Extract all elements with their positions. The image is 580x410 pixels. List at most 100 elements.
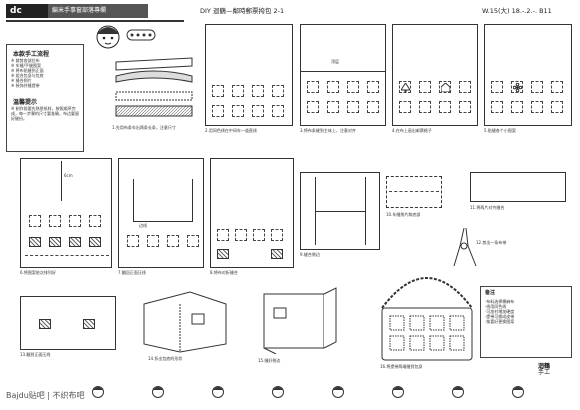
stamp-square <box>459 81 471 93</box>
sidebar-step: ※ 将布贴缝到正面 <box>11 68 44 73</box>
step15-caption: 15.缝好侧边 <box>258 358 281 363</box>
step11-caption: 11.将两片对齐缝合 <box>470 205 505 210</box>
step4-panel <box>392 24 478 126</box>
step3-caption: 3.将布条缝到主体上，注意对齐 <box>300 128 356 133</box>
sidebar-section1-list: ※ 裁剪各部位布 ※ 车缝/手缝图案 ※ 将布贴缝到正面 ※ 组合包身与包底 ※… <box>11 58 81 88</box>
step2-panel <box>205 24 293 126</box>
arrow-vertical-right <box>365 177 366 245</box>
stamp-square <box>511 101 523 113</box>
footer-baby-row <box>90 384 570 404</box>
step10-caption: 10.车缝侧片和底部 <box>386 212 421 217</box>
baby-face-icon <box>512 386 524 398</box>
strap-ribbon-icon <box>453 228 477 267</box>
date-code: W.15(大) 18.-.2.-. B11 <box>482 7 552 15</box>
stamp-square <box>272 85 284 97</box>
baby-face-icon <box>392 386 404 398</box>
step7-panel: 边线 <box>118 158 204 268</box>
step1-panel <box>112 48 196 124</box>
stamp-square <box>531 101 543 113</box>
lace-tag-icon <box>126 29 156 41</box>
flower-icon <box>513 83 522 92</box>
step6-panel: 6cm <box>20 158 112 268</box>
stamp-square <box>439 81 451 93</box>
stamp-square <box>531 81 543 93</box>
stamp-square <box>187 235 199 247</box>
baby-face-icon <box>212 386 224 398</box>
fabric-patch <box>69 237 81 247</box>
dim-label: 6cm <box>64 173 73 178</box>
stamp-square <box>29 215 41 227</box>
note-title: 备注 <box>485 290 496 296</box>
notch-shape <box>133 179 193 222</box>
note-line: ·布料选择棉麻布 <box>485 299 515 304</box>
stamp-square <box>49 215 61 227</box>
sidebar-step: ※ 装饰并缝提带 <box>11 83 40 88</box>
fabric-patch <box>83 319 95 329</box>
stamp-square <box>212 105 224 117</box>
step6-caption: 6.将图案依次排列好 <box>20 270 56 275</box>
sidebar-panel: 本款手工流程 ※ 裁剪各部位布 ※ 车缝/手缝图案 ※ 将布贴缝到正面 ※ 组合… <box>6 44 84 152</box>
stamp-square <box>232 85 244 97</box>
doc-title: DIY 迴鶴—鄰時郵票挎包 2-1 <box>200 7 285 15</box>
stamp-square <box>491 101 503 113</box>
watermark: Bajdu贴吧 | 不织布吧 <box>6 391 85 400</box>
step5-panel <box>484 24 572 126</box>
stamp-square <box>367 81 379 93</box>
stamp-square <box>419 81 431 93</box>
stamp-square <box>551 101 563 113</box>
step14-caption: 14.折出包底的形状 <box>148 356 183 361</box>
stamp-square <box>491 81 503 93</box>
note-line: ·线用同色线 <box>485 304 507 309</box>
stamp-square <box>252 105 264 117</box>
stamp-square <box>235 229 247 241</box>
step3-panel: 顶层 <box>300 24 386 126</box>
fabric-patch <box>39 319 51 329</box>
stamp-square <box>439 101 451 113</box>
sidebar-step: ※ 组合包身与包底 <box>11 73 44 78</box>
stamp-square <box>347 101 359 113</box>
header-logo: dc <box>6 4 48 18</box>
step2-grid <box>212 85 288 123</box>
sidebar-step: ※ 车缝/手缝图案 <box>11 63 41 68</box>
fold-label: 边线 <box>139 223 147 228</box>
stamp-square <box>327 101 339 113</box>
stamp-square <box>212 85 224 97</box>
step9-panel <box>300 172 380 250</box>
baby-mascot-icon <box>96 25 120 49</box>
signature: 迴鶴 手工 <box>538 364 574 376</box>
stamp-square <box>272 105 284 117</box>
sidebar-section2-title: 温馨提示 <box>13 99 38 106</box>
stamp-square <box>147 235 159 247</box>
site-title: 編米手事窗部落專欄 <box>52 7 107 14</box>
step4-caption: 4.在布上画出邮票格子 <box>392 128 432 133</box>
stamp-square <box>271 229 283 241</box>
fabric-patch <box>271 249 283 259</box>
fabric-patch <box>49 237 61 247</box>
arrow-horizontal <box>315 211 365 212</box>
fabric-patch <box>29 237 41 247</box>
header-underline <box>6 20 184 22</box>
step8-caption: 8.将布对折缝合 <box>210 270 238 275</box>
strip-pattern-icon <box>115 57 193 117</box>
step1-caption: 1.先用布条车出两条长条，注意尺寸 <box>112 125 176 130</box>
baby-face-icon <box>272 386 284 398</box>
stamp-square <box>69 215 81 227</box>
baby-face-icon <box>92 386 104 398</box>
step2-caption: 2.用同色线在中间车一道直线 <box>205 128 257 133</box>
stamp-square <box>252 85 264 97</box>
stamp-square <box>399 81 411 93</box>
note-line: ·可加衬增加硬度 <box>485 309 515 314</box>
bag-side-icon <box>263 287 337 354</box>
stamp-square <box>419 101 431 113</box>
stamp-square <box>253 229 265 241</box>
sidebar-section2-text: ※ 制作前要先熟悉纸样，按照顺序完成，每一步骤的尺寸要准确，布边要留好缝份。 <box>11 106 79 121</box>
stamp-square <box>459 101 471 113</box>
stamp-square <box>511 81 523 93</box>
stamp-square <box>167 235 179 247</box>
signature-line1: 迴鶴 <box>538 363 551 370</box>
step10-panel <box>386 176 442 208</box>
house-icon <box>441 83 450 92</box>
stamp-square <box>232 105 244 117</box>
fabric-patch <box>217 249 229 259</box>
step13-panel <box>20 296 116 350</box>
